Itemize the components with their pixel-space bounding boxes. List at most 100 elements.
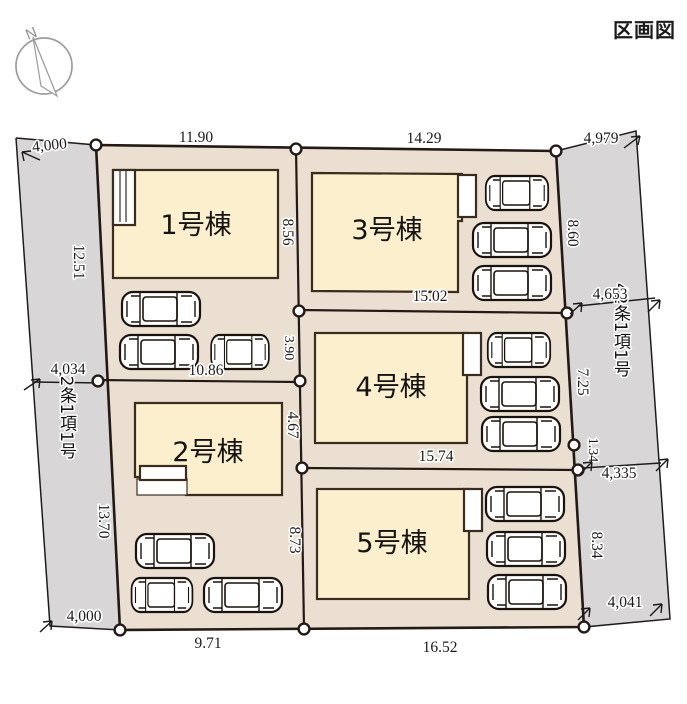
dim-top-lot1: 11.90 — [179, 129, 214, 146]
building-2-balcony-outline — [138, 464, 188, 482]
road-east-label: 42条1項1号 — [610, 283, 631, 378]
car-icon — [484, 485, 566, 523]
vertex-markers — [89, 138, 591, 637]
vertex-marker — [89, 138, 103, 152]
dimension-labels: 4,000 11.90 14.29 4,979 12.51 4,034 13.7… — [30, 127, 644, 657]
dim-bottom-lot5: 16.52 — [423, 639, 458, 656]
building-1-label: 1号棟 — [160, 210, 231, 241]
building-2-label: 2号棟 — [172, 437, 243, 468]
building-5-outline — [315, 487, 471, 601]
page-title: 区画図 — [613, 18, 676, 42]
dim-east-small: 1.34 — [585, 438, 600, 463]
compass-rose: N — [15, 24, 73, 98]
car-icon — [484, 174, 550, 212]
dim-top-left-road-width: 4,000 — [31, 135, 68, 156]
vertex-marker — [113, 623, 127, 637]
dim-lot4-bottom: 15.74 — [419, 448, 454, 465]
road-west-divider — [32, 381, 104, 384]
vertex-marker — [91, 374, 105, 388]
car-icon — [486, 331, 552, 369]
dimension-arrows — [21, 135, 669, 633]
car-icon — [471, 221, 553, 259]
dim-lot2-upper: 4.67 — [284, 411, 301, 438]
car-icon — [479, 375, 561, 413]
dim-lot1-right: 8.56 — [279, 218, 296, 245]
dim-bottom-left-road-width: 4,000 — [67, 608, 102, 625]
dim-top-right-road-width: 4,979 — [584, 130, 619, 147]
vertex-marker — [289, 142, 303, 156]
building-3-balcony-outline — [456, 173, 478, 219]
dim-lot2-lower: 8.73 — [286, 526, 303, 553]
dim-lot1-gap: 3.90 — [281, 336, 296, 361]
arrow-bottom-right — [577, 607, 591, 621]
building-4-outline — [313, 331, 469, 445]
dim-east-lot5: 8.34 — [588, 531, 605, 558]
divider-lot1-lot2 — [95, 378, 300, 384]
car-icon — [134, 532, 216, 570]
compass-circle — [15, 37, 73, 95]
divider-vertical-main — [294, 147, 306, 630]
building-4-balcony-outline — [461, 331, 483, 377]
road-west-label: 42条1項1号 — [56, 365, 77, 460]
building-2-balcony — [140, 466, 186, 480]
road-east-divider-lower — [582, 462, 662, 469]
dim-top-lot3: 14.29 — [407, 130, 442, 147]
dim-lot1-bottom: 10.86 — [189, 362, 224, 379]
dim-east-lower-road-width: 4,335 — [602, 465, 637, 482]
road-labels: 42条1項1号 42条1項1号 — [55, 281, 633, 461]
divider-lot4-lot5 — [301, 466, 579, 472]
dim-lot3-bottom: 15.02 — [413, 288, 448, 305]
building-1-shape — [113, 170, 278, 278]
building-2-porch — [137, 479, 187, 495]
car-icon — [471, 264, 553, 302]
vertex-marker — [571, 463, 585, 477]
building-5-balcony-outline — [462, 487, 484, 533]
building-3-shape — [312, 173, 462, 292]
car-icon — [120, 290, 202, 328]
arrow-east-mid — [569, 302, 583, 315]
building-4-label: 4号棟 — [355, 372, 426, 403]
vertex-marker — [567, 438, 581, 452]
building-4-shape — [315, 333, 467, 443]
arrow-east-lower-b — [655, 458, 669, 472]
arrow-top-right — [623, 135, 641, 149]
arrow-top-left — [21, 150, 41, 162]
vertex-marker — [560, 306, 574, 320]
car-icon — [130, 576, 194, 614]
dim-east-lot3: 8.60 — [564, 219, 581, 246]
dim-bottom-lot2: 9.71 — [194, 635, 221, 652]
building-4-balcony — [463, 333, 481, 375]
arrow-east-lower — [579, 461, 593, 475]
road-east-divider-upper — [577, 297, 656, 307]
arrow-bottom-right-b — [649, 603, 663, 617]
dim-bottom-right-road-width: 4,041 — [608, 594, 643, 611]
dim-east-lot4: 7.25 — [574, 368, 591, 395]
car-icon — [118, 333, 200, 371]
building-1-balcony — [113, 170, 135, 225]
vertex-marker — [295, 461, 309, 475]
vertex-marker — [297, 622, 311, 636]
car-icon — [202, 576, 284, 614]
building-shapes — [111, 168, 484, 601]
arrow-east-mid-b — [647, 299, 661, 313]
building-labels: 1号棟 2号棟 3号棟 4号棟 5号棟 — [159, 209, 429, 561]
road-east-area — [556, 131, 670, 627]
dim-west-upper: 12.51 — [70, 245, 87, 280]
building-1-balcony-outline — [111, 168, 137, 227]
compass-needle-light — [32, 36, 59, 98]
building-5-balcony — [464, 489, 482, 531]
building-5-shape — [317, 489, 469, 599]
vertex-marker — [577, 620, 591, 634]
car-icon — [486, 573, 568, 611]
arrow-west-mid — [23, 378, 41, 391]
car-icon — [480, 415, 562, 453]
building-3-label: 3号棟 — [351, 215, 422, 246]
arrow-bottom-left — [39, 620, 53, 633]
dim-west-lower: 13.70 — [95, 504, 112, 539]
dim-east-mid-road-width: 4,653 — [593, 286, 628, 303]
road-areas — [15, 130, 671, 631]
divider-lot3-lot4 — [299, 308, 568, 315]
vertex-marker — [292, 304, 306, 318]
car-icon — [485, 530, 567, 568]
